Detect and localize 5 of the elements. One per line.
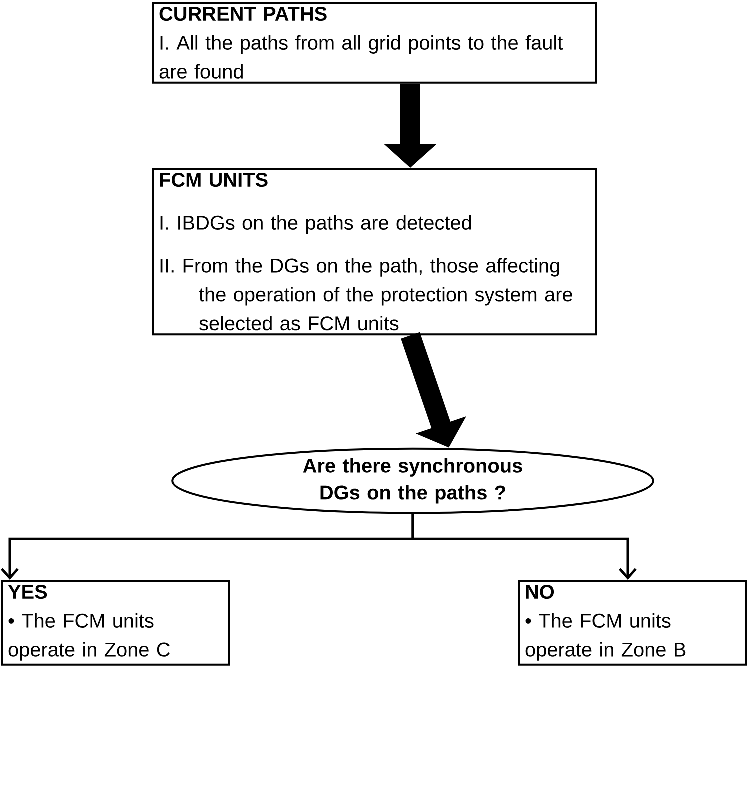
arrow	[412, 514, 637, 580]
process-box: NO • The FCM units operate in Zone B	[518, 580, 747, 666]
process-box: YES • The FCM units operate in Zone C	[1, 580, 230, 666]
process-box: CURRENT PATHS I. All the paths from all grid points to the fault are found	[152, 2, 597, 84]
process-box: FCM UNITS I. IBDGs on the paths are detected II. From the DGs on the path, those affecting the operation of the protection system are selected as FCM units	[152, 168, 597, 336]
